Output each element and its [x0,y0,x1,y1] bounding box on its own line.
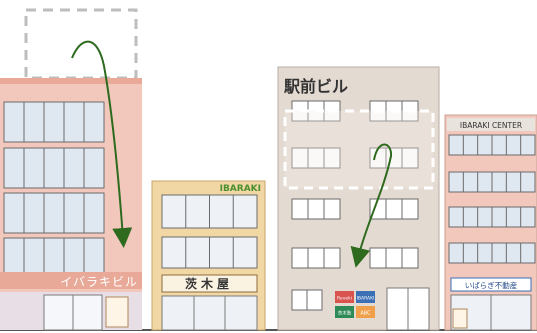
ekimae-window-left-2 [291,147,341,169]
ibarakiya-windows [161,194,258,269]
ekimae-sign: 駅前ビル [283,77,348,96]
ekimae-building: 駅前ビル Reveki IBARAKI 茨木塾 ABC [277,66,440,331]
ibaraki-building-sign: イバラキビル [60,275,138,289]
ekimae-window-left-4 [291,247,341,269]
ibaraki-center-sign-board [450,277,532,292]
ibaraki-building-windows [3,101,105,279]
ekimae-mini-sign-4-text: ABC [360,311,371,317]
ekimae-window-right-3 [369,198,419,220]
ibaraki-building-directory [105,296,129,328]
ekimae-mini-sign-3-text: 茨木塾 [338,310,352,317]
arrow-left-building [71,40,133,248]
ibaraki-building-window-row-1 [3,101,105,143]
ibaraki-building-roof [0,78,142,84]
ekimae-mini-sign-2-text: IBARAKI [357,296,375,302]
ekimae-mini-sign-3 [335,306,354,318]
ekimae-window-right-4 [369,247,419,269]
ibaraki-center: IBARAKI CENTER いばらぎ不動産 [444,114,537,331]
ibaraki-building-sign-band [0,272,142,289]
ibarakiya-shop: IBARAKI 茨木屋 [151,180,266,331]
ibaraki-building-window-row-4 [3,237,105,279]
ibarakiya-storefront [161,295,258,331]
ibaraki-building-window-row-2 [3,147,105,189]
ibaraki-center-sign: いばらぎ不動産 [465,280,518,290]
ibaraki-building: イバラキビル [0,78,142,331]
ibaraki-building-window-row-3 [3,192,105,234]
ekimae-mini-sign-2 [356,291,375,303]
ekimae-windows [291,100,419,311]
ibarakiya-sign: 茨木屋 [185,276,233,291]
ekimae-mini-sign-1 [335,291,354,303]
ibaraki-center-header: IBARAKI CENTER [460,121,522,130]
arrow-ekimae-building [350,143,393,268]
ekimae-mini-sign-4 [356,306,375,318]
ibaraki-center-directory [452,308,468,329]
dashed-target-box-ekimae [283,109,435,190]
ekimae-mini-sign-1-text: Reveki [337,296,352,302]
ibaraki-center-windows [448,134,536,264]
ibarakiya-sign-board [161,274,258,293]
ibarakiya-header: IBARAKI [220,184,261,194]
ekimae-window-right-2 [369,147,419,169]
ekimae-window-left-3 [291,198,341,220]
dashed-target-box-left [24,8,138,80]
ibaraki-center-header-band [447,118,535,131]
